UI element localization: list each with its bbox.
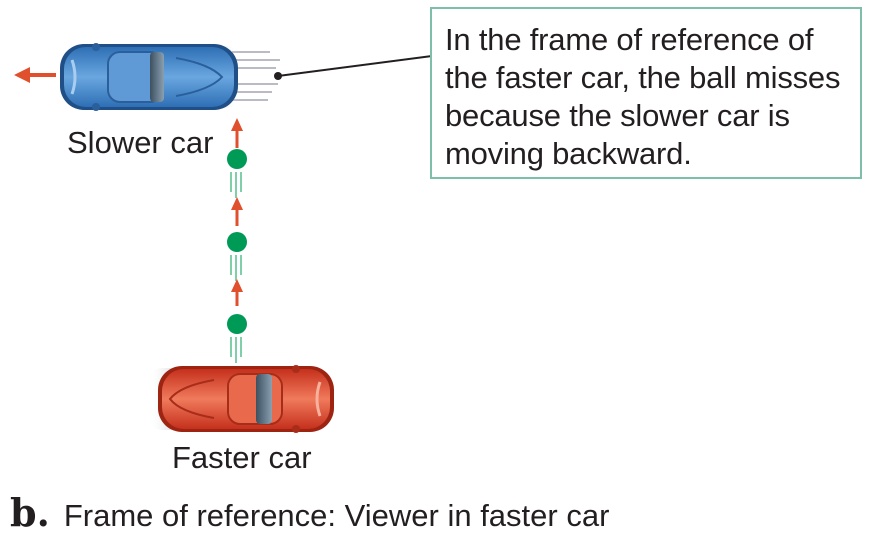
ball <box>227 314 247 363</box>
ball-arrow <box>231 197 243 226</box>
explanation-callout: In the frame of reference of the faster … <box>430 7 862 179</box>
caption-letter: b. <box>10 490 50 535</box>
ball <box>227 149 247 198</box>
callout-line: moving backward. <box>445 136 692 171</box>
ball-arrow <box>231 118 243 148</box>
callout-leader <box>274 55 433 80</box>
ball-trajectory <box>227 118 247 363</box>
slower-car <box>60 43 280 111</box>
callout-line: the faster car, the ball misses <box>445 60 841 95</box>
slower-car-motion-arrow <box>14 67 56 83</box>
faster-car <box>148 365 334 433</box>
faster-car-label: Faster car <box>172 440 312 475</box>
slower-car-label: Slower car <box>67 125 214 160</box>
caption-text: Frame of reference: Viewer in faster car <box>63 498 610 533</box>
callout-line: because the slower car is <box>445 98 790 133</box>
figure-caption: b. Frame of reference: Viewer in faster c… <box>10 490 609 539</box>
callout-line: In the frame of reference of <box>445 22 814 57</box>
ball <box>227 232 247 281</box>
ball-arrow <box>231 279 243 306</box>
